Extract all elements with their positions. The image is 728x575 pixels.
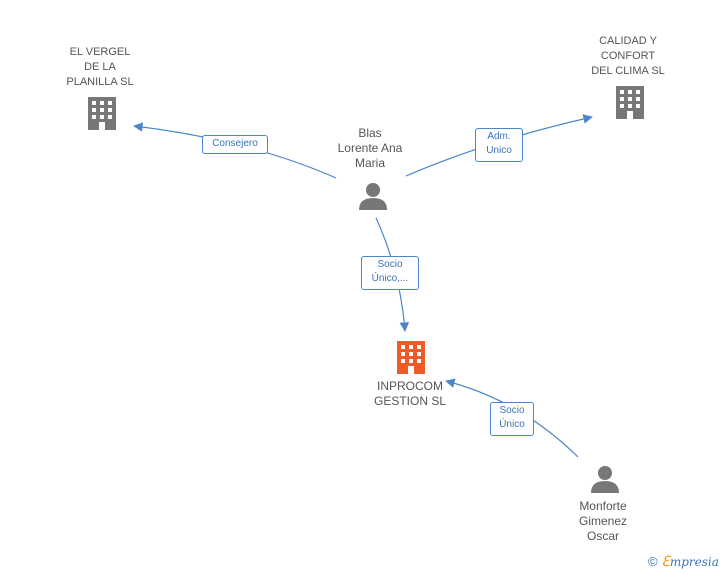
brand-logo: ℇmpresia [661,554,719,570]
building-icon-focus[interactable] [397,341,425,374]
copyright-icon: © [648,554,658,569]
node-label-inprocom[interactable]: INPROCOM GESTION SL [373,379,447,408]
person-icon[interactable] [359,183,387,210]
building-icon[interactable] [616,86,644,119]
edge-label-adm-unico: Adm. Unico [475,128,523,162]
person-icon[interactable] [591,466,619,493]
node-label-monforte[interactable]: Monforte Gimenez Oscar [578,499,628,543]
edge-label-consejero: Consejero [202,135,268,154]
edge-label-socio-unico-blas: Socio Único,... [361,256,419,290]
footer-watermark: © ℇmpresia [648,554,719,570]
edge-label-socio-unico-monforte: Socio Único [490,402,534,436]
node-label-blas-lorente[interactable]: Blas Lorente Ana Maria [337,126,403,170]
node-label-el-vergel[interactable]: EL VERGEL DE LA PLANILLA SL [66,46,134,88]
node-label-calidad-confort[interactable]: CALIDAD Y CONFORT DEL CLIMA SL [591,35,665,77]
building-icon[interactable] [88,97,116,130]
